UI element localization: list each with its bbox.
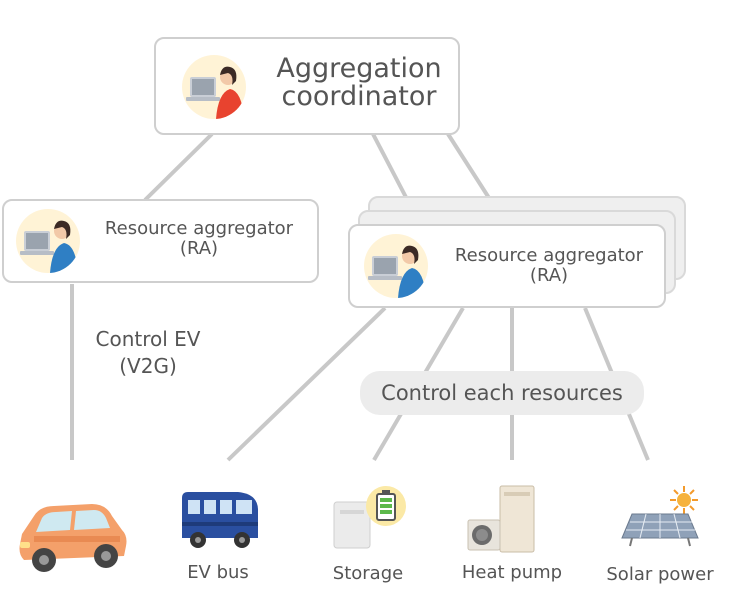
heat-pump-icon (466, 484, 540, 558)
ra-left-title-line1: Resource aggregator (104, 218, 294, 239)
v2g-label: (V2G) (119, 354, 177, 378)
storage-label: Storage (332, 563, 404, 584)
resource-aggregator-card-right: Resource aggregator (RA) (348, 224, 666, 308)
ra-right-title-line2: (RA) (529, 264, 569, 286)
bus-icon (178, 488, 262, 556)
resource-aggregator-card-left: Resource aggregator (RA) (2, 199, 319, 283)
line-coord-to-ra-left (143, 132, 214, 202)
control-ev-label: Control EV (95, 327, 201, 351)
operator-laptop-icon (182, 55, 246, 119)
solar-power-label: Solar power (606, 564, 714, 585)
ev-bus-label: EV bus (187, 562, 249, 583)
operator-laptop-icon (364, 234, 428, 298)
solar-panel-icon (618, 484, 704, 554)
control-resources-label: Control each resources (360, 371, 644, 415)
ra-right-title-line1: Resource aggregator (454, 245, 644, 266)
coordinator-title-line1: Aggregation (276, 53, 442, 84)
operator-laptop-icon (16, 209, 80, 273)
ra-left-title-line2: (RA) (179, 237, 219, 259)
car-icon (14, 486, 132, 582)
line-ra-to-bus (226, 306, 387, 462)
battery-storage-icon (330, 484, 412, 558)
heat-pump-label: Heat pump (461, 562, 563, 583)
aggregation-coordinator-card: Aggregation coordinator (154, 37, 460, 135)
coordinator-title-line2: coordinator (281, 81, 437, 113)
